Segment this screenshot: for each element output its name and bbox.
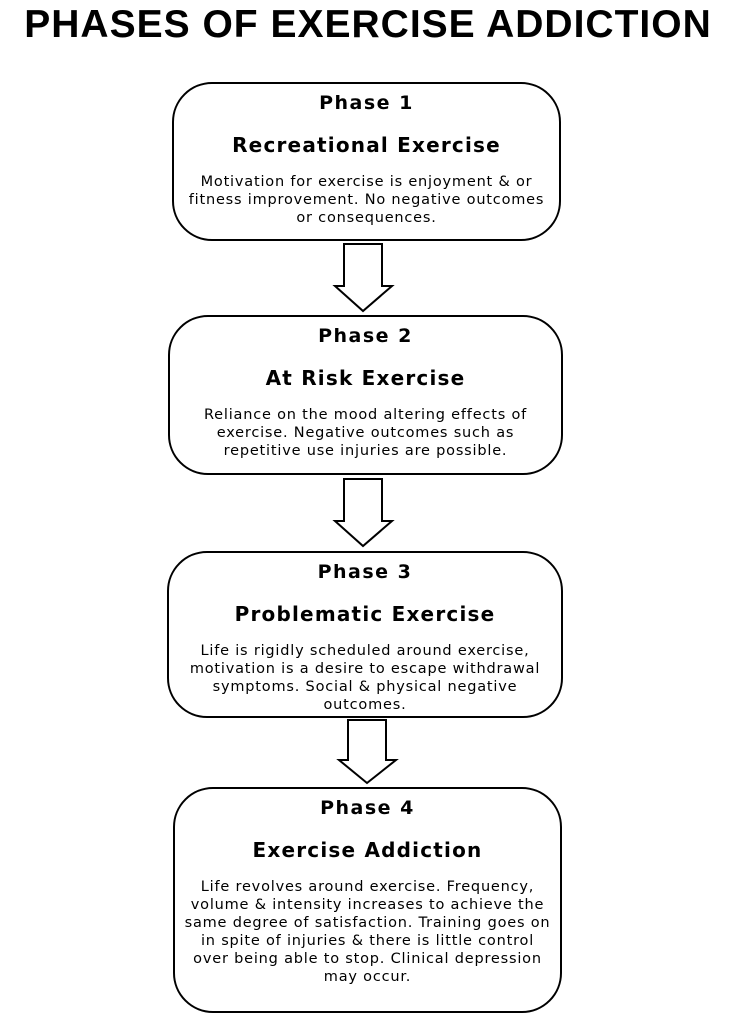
phase-1-box: Phase 1 Recreational Exercise Motivation… <box>172 82 561 241</box>
down-arrow-icon <box>332 243 395 313</box>
phase-4-description: Life revolves around exercise. Frequency… <box>184 879 551 985</box>
phase-4-box: Phase 4 Exercise Addiction Life revolves… <box>173 787 562 1013</box>
down-arrow-icon <box>336 719 399 785</box>
phase-2-number: Phase 2 <box>318 325 413 347</box>
phase-3-box: Phase 3 Problematic Exercise Life is rig… <box>167 551 563 718</box>
phase-2-description: Reliance on the mood altering effects of… <box>203 407 528 459</box>
phase-3-description: Life is rigidly scheduled around exercis… <box>189 643 541 713</box>
phase-1-description: Motivation for exercise is enjoyment & o… <box>188 174 545 226</box>
phase-4-name: Exercise Addiction <box>252 838 483 862</box>
diagram-title: PHASES OF EXERCISE ADDICTION <box>24 3 712 46</box>
down-arrow-icon <box>332 478 395 548</box>
phase-1-name: Recreational Exercise <box>232 133 501 157</box>
phase-1-number: Phase 1 <box>319 92 414 114</box>
phase-2-box: Phase 2 At Risk Exercise Reliance on the… <box>168 315 563 475</box>
phase-2-name: At Risk Exercise <box>265 366 466 390</box>
phase-3-name: Problematic Exercise <box>234 602 496 626</box>
phase-4-number: Phase 4 <box>320 797 415 819</box>
phase-3-number: Phase 3 <box>317 561 413 583</box>
